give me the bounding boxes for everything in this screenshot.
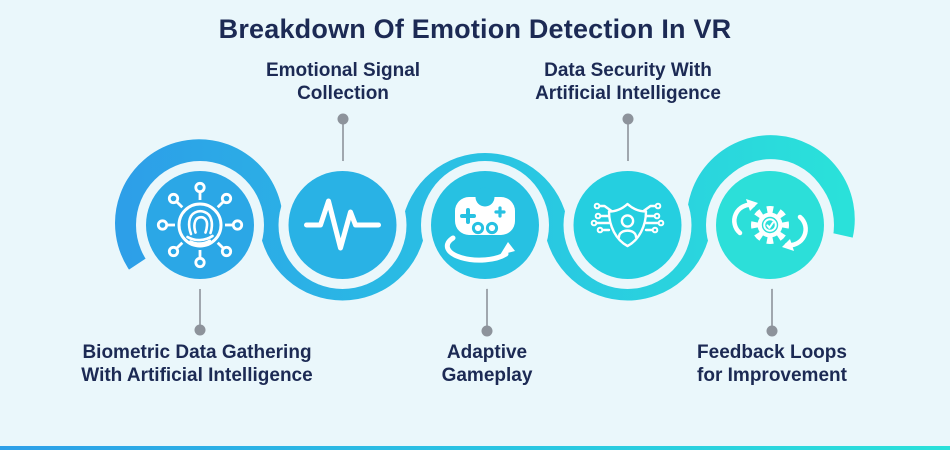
- connector-dot: [194, 324, 206, 336]
- connector-dot: [622, 113, 634, 125]
- pulse-waveform-icon: [304, 198, 381, 251]
- step-circle-4: [573, 171, 682, 279]
- step-label-line: Gameplay: [441, 365, 533, 387]
- step-label-feedback-loops: Feedback Loops for Improvement: [697, 341, 847, 387]
- step-label-line: Feedback Loops: [697, 342, 847, 363]
- step-label-adaptive-gameplay: Adaptive Gameplay: [442, 341, 533, 387]
- step-label-line: With Artificial Intelligence: [81, 365, 313, 387]
- step-label-emotional-signal-collection: Emotional Signal Collection: [266, 59, 420, 105]
- step-label-data-security: Data Security With Artificial Intelligen…: [535, 59, 721, 105]
- step-label-line: for Improvement: [697, 365, 847, 387]
- connector-dot: [766, 325, 778, 337]
- step-label-line: Emotional Signal: [265, 60, 421, 81]
- connector-dot: [481, 325, 493, 337]
- shield-user-circuit-icon: [590, 202, 665, 248]
- connector-dots: [194, 113, 778, 337]
- gamepad-rotate-icon: [444, 187, 515, 263]
- bottom-accent-bar: [0, 446, 950, 450]
- connector-dot: [337, 113, 349, 125]
- step-label-line: Data Security With: [544, 60, 712, 81]
- step-label-line: Adaptive: [446, 342, 528, 363]
- gear-sync-arrows-icon: [732, 199, 808, 251]
- step-label-line: Artificial Intelligence: [535, 83, 721, 105]
- page-title: Breakdown Of Emotion Detection In VR: [218, 14, 732, 44]
- step-label-biometric-data-gathering: Biometric Data Gathering With Artificial…: [81, 341, 312, 387]
- fingerprint-network-icon: [156, 181, 244, 269]
- step-label-line: Collection: [297, 83, 389, 105]
- step-label-line: Biometric Data Gathering: [82, 342, 312, 363]
- connector-lines: [199, 124, 773, 327]
- step-circle-2: [288, 171, 397, 279]
